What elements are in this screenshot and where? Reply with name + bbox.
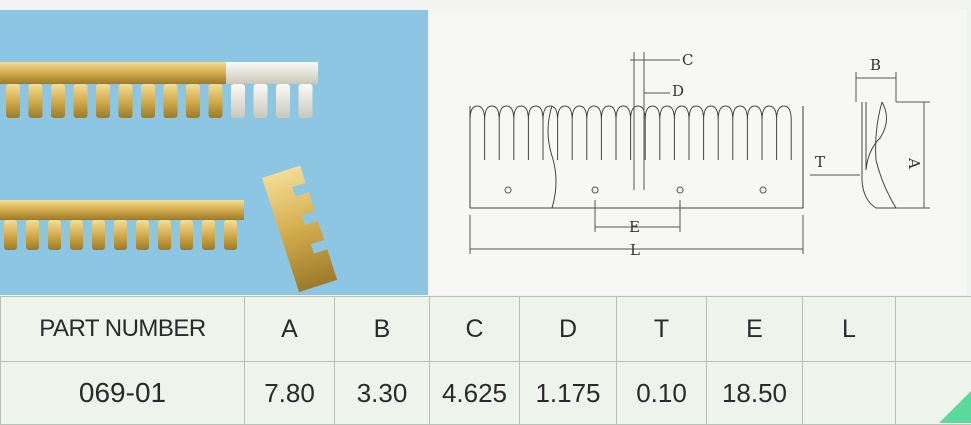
header-a: A bbox=[245, 297, 335, 362]
strip-finger bbox=[70, 220, 83, 250]
cell-c: 4.625 bbox=[430, 362, 520, 425]
header-d: D bbox=[520, 297, 617, 362]
strip-finger bbox=[6, 84, 20, 118]
header-b: B bbox=[335, 297, 430, 362]
dim-label-l: L bbox=[630, 241, 640, 259]
strip-finger bbox=[276, 84, 290, 118]
strip-finger bbox=[114, 220, 127, 250]
corner-mark bbox=[939, 391, 971, 423]
brass-strip-photo bbox=[0, 10, 428, 295]
strip-finger bbox=[51, 84, 65, 118]
page-top-edge bbox=[0, 0, 971, 10]
strip-finger bbox=[92, 220, 105, 250]
strip-finger bbox=[254, 84, 268, 118]
strip-finger bbox=[231, 84, 245, 118]
cell-part-number: 069-01 bbox=[1, 362, 245, 425]
strip-finger bbox=[299, 84, 313, 118]
header-c: C bbox=[430, 297, 520, 362]
dim-label-d: D bbox=[672, 82, 684, 100]
dim-label-t: T bbox=[815, 153, 825, 171]
strip-finger bbox=[209, 84, 223, 118]
header-part-number: PART NUMBER bbox=[1, 297, 245, 362]
cell-b: 3.30 bbox=[335, 362, 430, 425]
spec-table: PART NUMBER A B C D T E L 069-01 7.80 3.… bbox=[0, 296, 971, 425]
strip-finger bbox=[224, 220, 237, 250]
upper-strip bbox=[0, 62, 318, 118]
cell-a: 7.80 bbox=[245, 362, 335, 425]
header-e: E bbox=[707, 297, 803, 362]
dim-label-c: C bbox=[682, 51, 693, 69]
strip-finger bbox=[29, 84, 43, 118]
cell-t: 0.10 bbox=[617, 362, 707, 425]
side-profile-outline: B T A bbox=[810, 56, 930, 208]
strip-finger bbox=[158, 220, 171, 250]
technical-drawing: C D E L B T A bbox=[430, 10, 966, 295]
header-t: T bbox=[617, 297, 707, 362]
strip-finger bbox=[119, 84, 133, 118]
finger-strip-outline: C D E L B T A bbox=[430, 10, 966, 295]
strip-finger bbox=[136, 220, 149, 250]
table-header-row: PART NUMBER A B C D T E L bbox=[1, 297, 971, 362]
header-l: L bbox=[803, 297, 896, 362]
strip-finger bbox=[48, 220, 61, 250]
strip-finger bbox=[186, 84, 200, 118]
strip-finger bbox=[74, 84, 88, 118]
table-row: 069-01 7.80 3.30 4.625 1.175 0.10 18.50 bbox=[1, 362, 971, 425]
cell-l bbox=[803, 362, 896, 425]
strip-finger bbox=[164, 84, 178, 118]
strip-finger bbox=[26, 220, 39, 250]
strip-finger bbox=[96, 84, 110, 118]
strip-finger bbox=[180, 220, 193, 250]
strip-finger bbox=[141, 84, 155, 118]
strip-finger bbox=[202, 220, 215, 250]
cell-e: 18.50 bbox=[707, 362, 803, 425]
dim-label-e: E bbox=[629, 218, 640, 236]
cell-d: 1.175 bbox=[520, 362, 617, 425]
angled-piece bbox=[262, 166, 337, 292]
strip-finger bbox=[4, 220, 17, 250]
lower-strip bbox=[0, 200, 244, 250]
dim-label-b: B bbox=[870, 56, 881, 74]
dim-label-a: A bbox=[905, 157, 923, 169]
header-extra bbox=[896, 297, 971, 362]
product-photo bbox=[0, 10, 428, 295]
